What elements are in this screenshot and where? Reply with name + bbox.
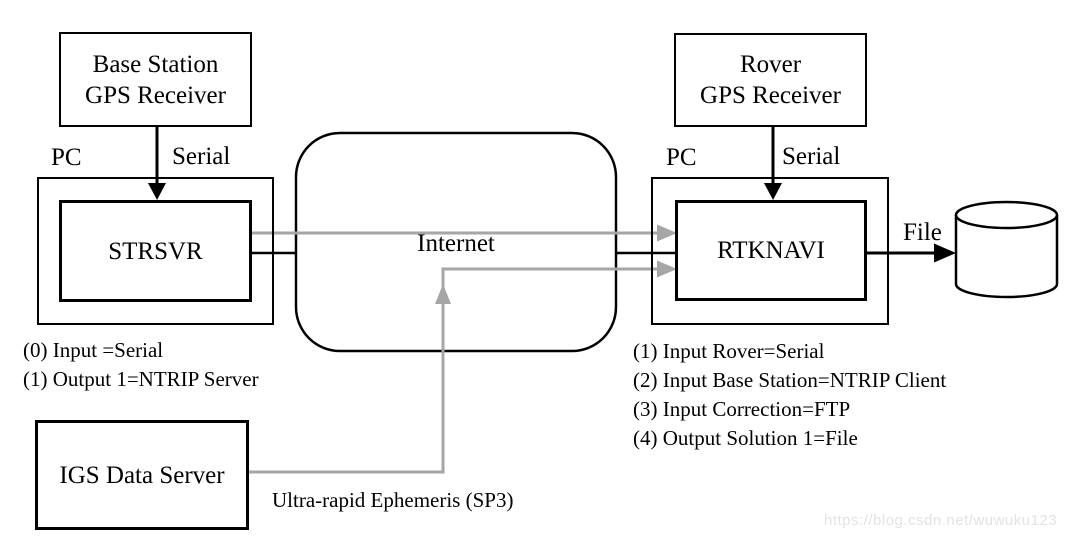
database-cylinder-icon (954, 200, 1059, 299)
rover-label-line1: Rover (739, 51, 802, 78)
stream-link-strsvr-rtknavi (251, 224, 677, 242)
strsvr-annotation-line: (0) Input =Serial (23, 338, 164, 362)
igs-data-server-box: IGS Data Server (35, 420, 249, 530)
base-station-gps-receiver-box: Base Station GPS Receiver (59, 32, 252, 127)
pc-label-right: PC (666, 144, 697, 171)
base-station-label-line2: GPS Receiver (85, 81, 226, 109)
strsvr-annotation-line: (1) Output 1=NTRIP Server (23, 367, 259, 391)
igs-label: IGS Data Server (59, 461, 225, 489)
csdn-watermark: https://blog.csdn.net/wuwuku123 (824, 512, 1058, 529)
rover-gps-receiver-box: Rover GPS Receiver (674, 33, 867, 127)
serial-label-right: Serial (782, 143, 841, 170)
file-label: File (903, 219, 942, 246)
base-station-label-line1: Base Station (92, 50, 219, 78)
file-output-arrow (866, 243, 956, 263)
arrowhead-into-rtknavi-2 (657, 260, 677, 278)
strsvr-box: STRSVR (59, 200, 252, 302)
rtknavi-annotations: (1) Input Rover=Serial (2) Input Base St… (633, 337, 946, 453)
strsvr-annotations: (0) Input =Serial (1) Output 1=NTRIP Ser… (23, 336, 259, 394)
stream-link-igs-rtknavi (249, 260, 677, 474)
serial-label-left: Serial (172, 143, 231, 170)
rtknavi-annotation-line: (4) Output Solution 1=File (633, 426, 858, 450)
rtknavi-box: RTKNAVI (675, 200, 867, 301)
internet-cloud-shape (294, 131, 618, 353)
rtknavi-label: RTKNAVI (717, 237, 825, 264)
pc-container-left (37, 177, 274, 325)
rtknavi-annotation-line: (2) Input Base Station=NTRIP Client (633, 368, 947, 392)
ephemeris-label: Ultra-rapid Ephemeris (SP3) (272, 488, 514, 512)
internet-label: Internet (417, 230, 495, 257)
pc-label-left: PC (51, 144, 82, 171)
rtknavi-annotation-line: (1) Input Rover=Serial (633, 339, 825, 363)
arrowhead-into-rtknavi-1 (657, 224, 677, 242)
pc-container-right (651, 177, 889, 325)
rover-label-line2: GPS Receiver (700, 82, 841, 109)
strsvr-label: STRSVR (108, 237, 203, 265)
arrowhead-up-ephemeris (435, 284, 451, 304)
rtknavi-annotation-line: (3) Input Correction=FTP (633, 397, 851, 421)
